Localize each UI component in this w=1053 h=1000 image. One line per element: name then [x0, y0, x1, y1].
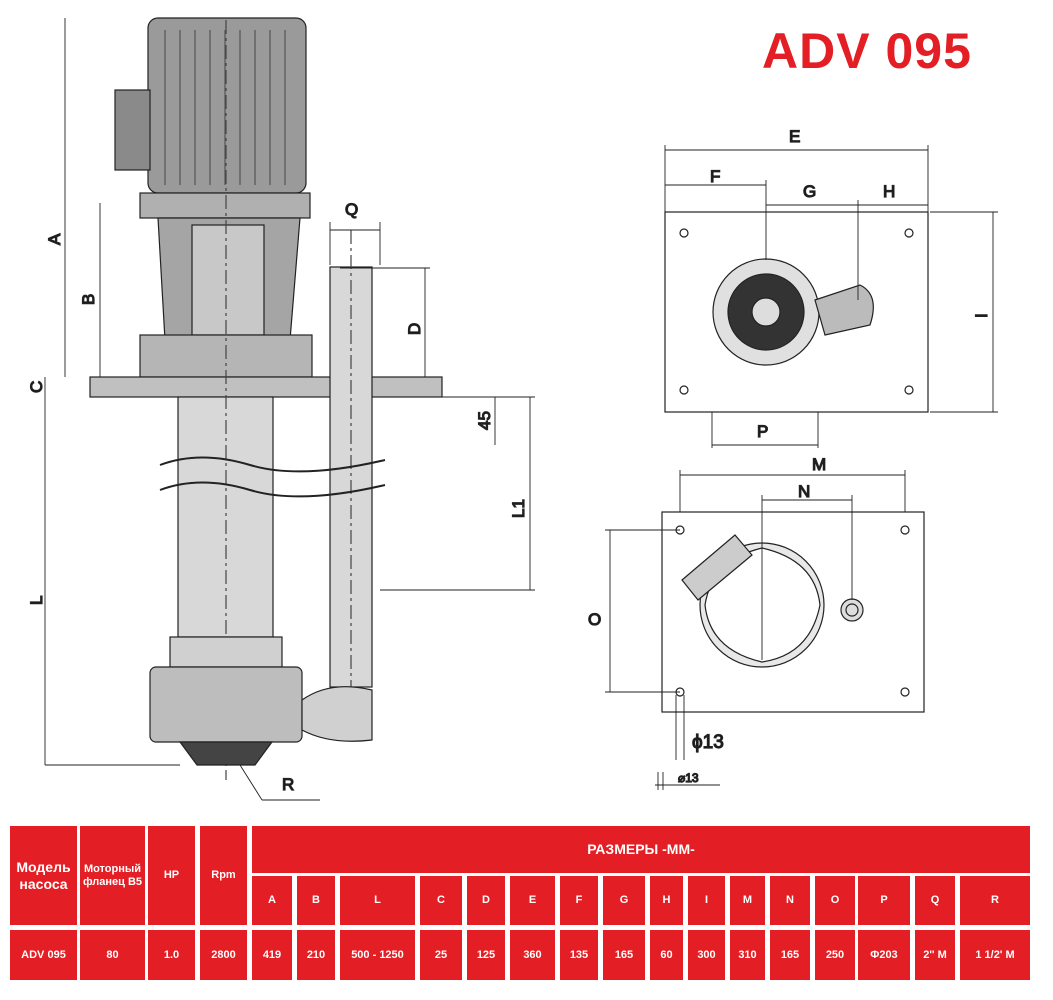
dim-value-cell: 500 - 1250	[340, 930, 415, 980]
base-plate	[89, 376, 443, 398]
dim-column-header: C	[420, 876, 462, 925]
dim-label-M: M	[812, 455, 826, 474]
dim-label-G: G	[803, 182, 816, 201]
pump-casing	[149, 636, 373, 766]
dim-value-cell: 310	[730, 930, 765, 980]
dim-label-R: R	[282, 775, 294, 794]
cell-hp: 1.0	[148, 930, 195, 980]
column	[177, 20, 373, 780]
dim-label-L: L	[27, 596, 46, 605]
header-model: Модель насоса	[10, 826, 77, 925]
dim-value-cell: 25	[420, 930, 462, 980]
cell-model: ADV 095	[10, 930, 77, 980]
dim-column-header: F	[560, 876, 598, 925]
pump-drawing: A B C L Q D 45 L1 R E F G H	[26, 17, 998, 801]
dim-label-45: 45	[475, 411, 494, 430]
cell-rpm: 2800	[200, 930, 247, 980]
dim-label-P: P	[757, 422, 768, 441]
dim-label-N: N	[798, 482, 810, 501]
cell-flange: 80	[80, 930, 145, 980]
dim-column-header: O	[815, 876, 855, 925]
dim-label-Q: Q	[345, 200, 358, 219]
dim-label-C: C	[27, 381, 46, 393]
dim-label-O: O	[588, 610, 601, 629]
dim-value-cell: 300	[688, 930, 725, 980]
model-title: ADV 095	[762, 23, 972, 79]
dim-value-cell: 165	[770, 930, 810, 980]
dim-value-cell: 165	[603, 930, 645, 980]
header-dimensions: РАЗМЕРЫ -MM-	[252, 826, 1030, 873]
dim-column-header: D	[467, 876, 505, 925]
bottom-view	[605, 470, 925, 790]
dim-value-cell: 135	[560, 930, 598, 980]
top-view	[664, 145, 998, 448]
dim-column-header: I	[688, 876, 725, 925]
dim-column-header: R	[960, 876, 1030, 925]
motor	[114, 17, 313, 378]
dim-column-header: Q	[915, 876, 955, 925]
dim-value-cell: 210	[297, 930, 335, 980]
dim-column-header: N	[770, 876, 810, 925]
dim-label-D: D	[405, 323, 424, 335]
dim-value-cell: 125	[467, 930, 505, 980]
dim-column-header: A	[252, 876, 292, 925]
header-flange: Моторный фланец B5	[80, 826, 145, 925]
dim-label-B: B	[79, 294, 98, 305]
dim-column-header: H	[650, 876, 683, 925]
dim-column-header: E	[510, 876, 555, 925]
header-hp: HP	[148, 826, 195, 925]
dim-column-header: B	[297, 876, 335, 925]
dim-value-cell: Φ203	[858, 930, 910, 980]
dim-column-header: M	[730, 876, 765, 925]
dim-value-cell: 1 1/2' M	[960, 930, 1030, 980]
dim-label-phi13-small: ⌀13	[678, 771, 699, 785]
dim-value-cell: 419	[252, 930, 292, 980]
dim-column-header: P	[858, 876, 910, 925]
dim-label-phi13: ϕ13	[692, 732, 724, 753]
dim-column-header: G	[603, 876, 645, 925]
dim-label-A: A	[45, 233, 64, 245]
dim-value-cell: 360	[510, 930, 555, 980]
dim-label-I: I	[972, 313, 991, 318]
dim-value-cell: 2'' M	[915, 930, 955, 980]
dim-label-F: F	[710, 167, 720, 186]
dim-label-H: H	[883, 182, 895, 201]
dim-label-L1: L1	[509, 499, 528, 518]
dim-value-cell: 250	[815, 930, 855, 980]
dim-label-E: E	[789, 127, 800, 146]
dim-column-header: L	[340, 876, 415, 925]
header-rpm: Rpm	[200, 826, 247, 925]
dim-value-cell: 60	[650, 930, 683, 980]
